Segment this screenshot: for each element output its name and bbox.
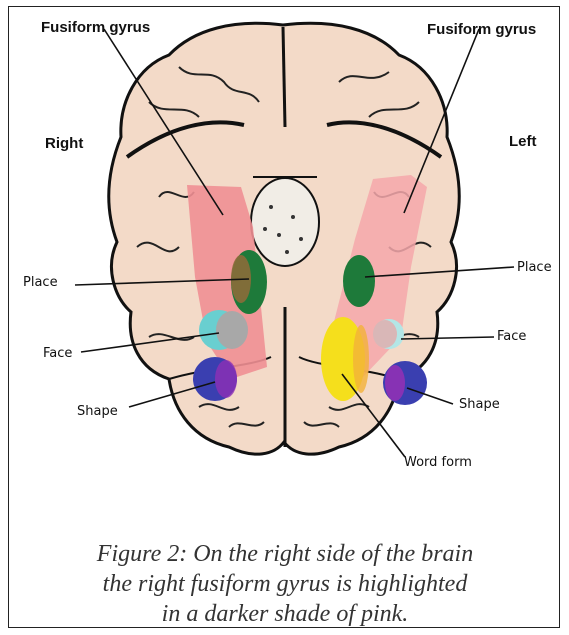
face-right-label: Face [43, 346, 72, 361]
figure-frame: Fusiform gyrus Fusiform gyrus Right Left… [8, 6, 560, 628]
left-place-region [343, 255, 375, 307]
figure-caption: Figure 2: On the right side of the brain… [29, 539, 541, 628]
caption-line-2: the right fusiform gyrus is highlighted [29, 569, 541, 599]
right-shape-overlap [215, 360, 237, 398]
place-left-label: Place [517, 260, 552, 275]
left-shape-overlap [385, 365, 405, 401]
face-left-label: Face [497, 329, 526, 344]
fusiform-gyrus-right-label: Fusiform gyrus [41, 19, 150, 36]
caption-line-3: in a darker shade of pink. [29, 599, 541, 628]
shape-right-label: Shape [77, 404, 118, 419]
caption-line-1: Figure 2: On the right side of the brain [29, 539, 541, 569]
word-form-label: Word form [404, 455, 472, 470]
brainstem [251, 178, 319, 266]
fusiform-gyrus-left-label: Fusiform gyrus [427, 21, 536, 38]
right-hemisphere-label: Right [45, 135, 83, 152]
shape-left-label: Shape [459, 397, 500, 412]
word-form-overlap [353, 325, 369, 393]
right-face-overlap [216, 311, 248, 349]
brain-diagram [9, 7, 560, 628]
left-hemisphere-label: Left [509, 133, 537, 150]
left-face-overlap [373, 320, 397, 348]
place-right-label: Place [23, 275, 58, 290]
